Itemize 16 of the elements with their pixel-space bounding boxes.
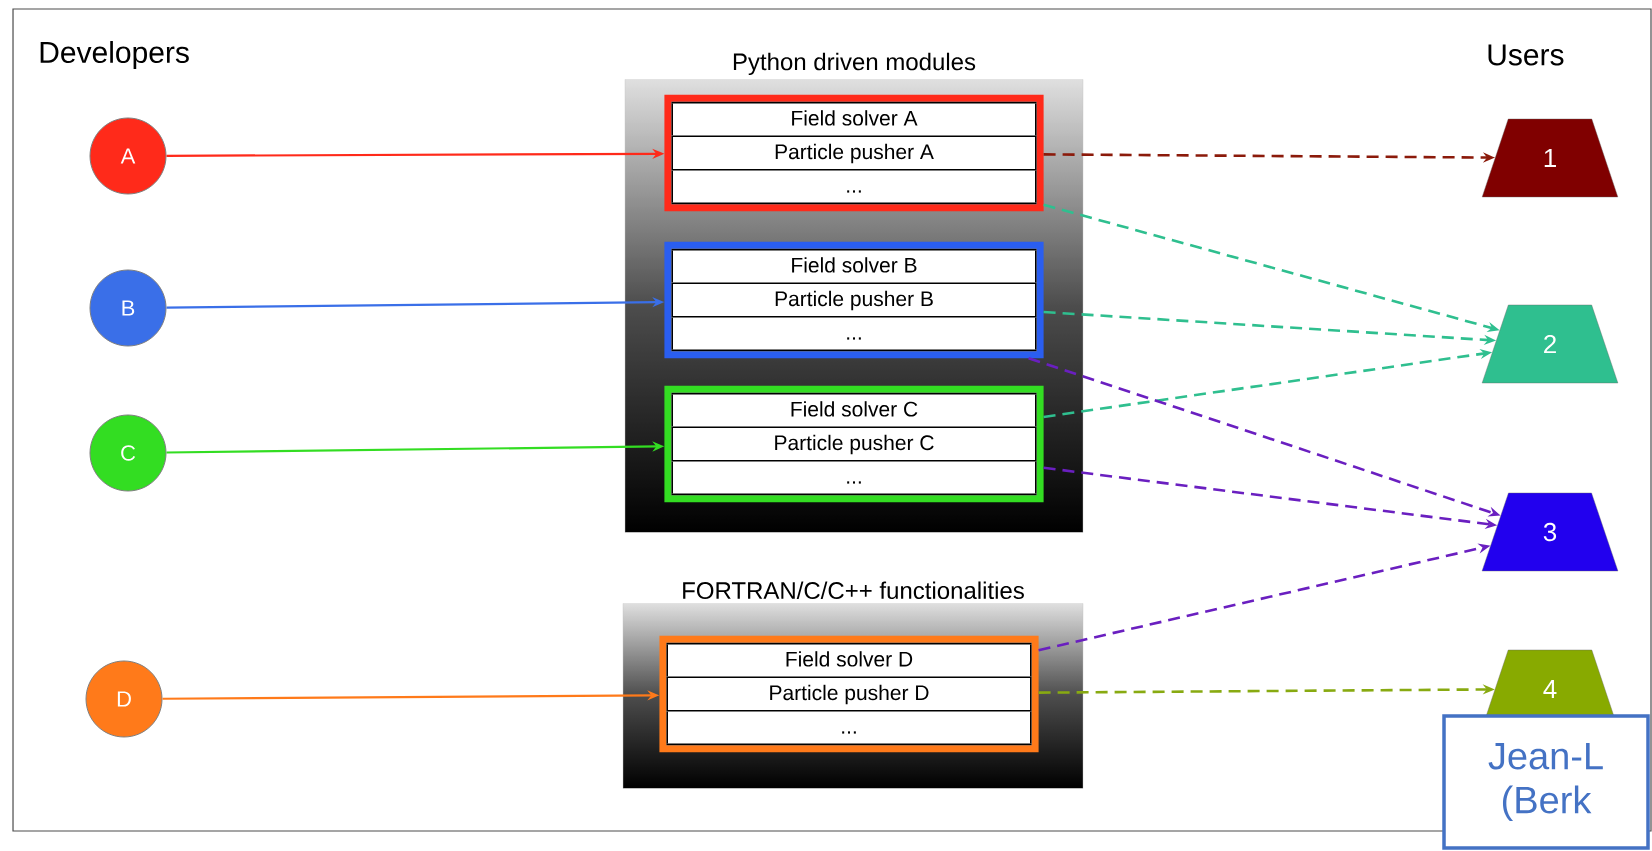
- node-label: FORTRAN/C/C++ functionalities: [683, 581, 1024, 600]
- note-box: Jean-L (Berk: [1442, 714, 1650, 850]
- circle-node: D: [85, 660, 163, 738]
- node-label: Python driven modules: [733, 52, 976, 76]
- user-trapezoid: 1: [1481, 118, 1619, 198]
- user-trapezoid: 2: [1481, 304, 1619, 384]
- module-table: Field solver B Particle pusher B ...: [664, 241, 1044, 359]
- column-heading: Users: [1488, 44, 1564, 66]
- module-table: Field solver A Particle pusher A ...: [664, 94, 1044, 212]
- circle-node: A: [89, 117, 167, 195]
- circle-node: C: [89, 414, 167, 492]
- column-heading: Developers: [40, 41, 189, 69]
- user-trapezoid: 3: [1481, 492, 1619, 572]
- module-table: Field solver C Particle pusher C ...: [664, 385, 1044, 503]
- module-table: Field solver D Particle pusher D ...: [659, 635, 1039, 753]
- circle-node: B: [89, 269, 167, 347]
